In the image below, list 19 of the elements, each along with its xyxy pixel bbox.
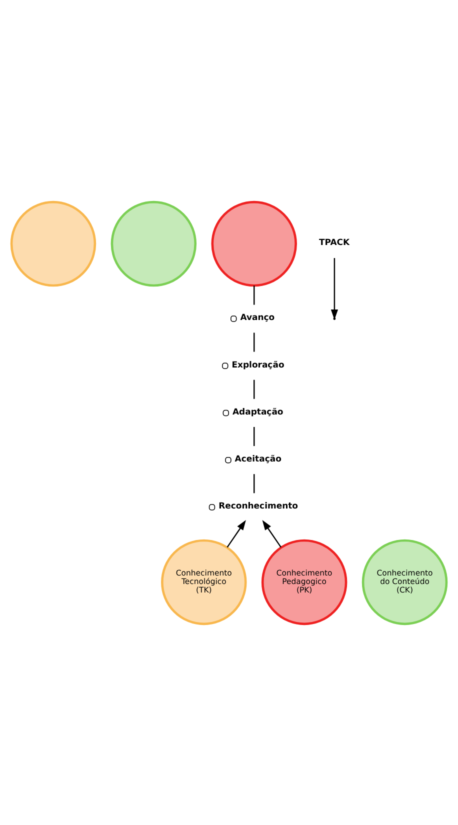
node-label: Reconhecimento (218, 501, 298, 512)
node-circle: Conhecimento Tecnológico (TK) (161, 538, 247, 625)
connector (254, 474, 255, 493)
node-label: Adaptação (232, 406, 284, 417)
node-label: Exploração (232, 360, 284, 370)
node-circle (211, 200, 297, 286)
node-circle: Conhecimento do Conteúdo (CK) (362, 538, 448, 625)
connector (254, 379, 255, 398)
node-text: TPACK (319, 238, 350, 248)
connector (254, 332, 255, 352)
node-circle (110, 200, 197, 286)
connector (254, 426, 255, 446)
node-label: Aceitação (234, 454, 282, 464)
node-label: Avanço (240, 312, 275, 323)
node-circle (10, 200, 96, 286)
arrow (226, 519, 246, 548)
connector (254, 285, 255, 304)
arrow (262, 519, 282, 548)
node-circle: Conhecimento Pedagogico (PK) (261, 538, 348, 625)
